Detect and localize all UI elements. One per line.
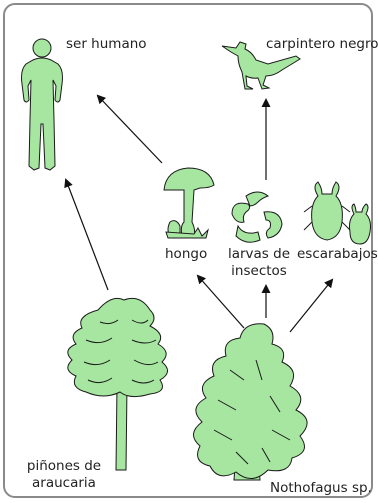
label-human: ser humano — [66, 36, 147, 53]
mushroom-silhouette — [164, 168, 214, 238]
link-araucaria-human — [66, 180, 108, 290]
label-araucaria-line2: araucaria — [24, 475, 104, 492]
label-nothofagus: Nothofagus sp. — [270, 480, 372, 497]
label-larvae-line2: insectos — [226, 263, 292, 280]
link-fungus-human — [98, 96, 162, 163]
beetles-silhouette — [304, 182, 371, 244]
link-nothofagus-beetles — [290, 280, 332, 332]
araucaria-silhouette — [68, 298, 168, 470]
label-woodpecker: carpintero negro — [266, 36, 378, 53]
human-silhouette — [22, 39, 63, 170]
link-nothofagus-fungus — [198, 276, 244, 328]
nothofagus-silhouette — [193, 324, 307, 480]
label-araucaria: piñones de araucaria — [24, 458, 104, 492]
label-larvae: larvas de insectos — [226, 246, 292, 280]
label-larvae-line1: larvas de — [226, 246, 292, 263]
larvae-silhouette — [232, 192, 282, 242]
label-beetles: escarabajos — [297, 246, 378, 263]
label-araucaria-line1: piñones de — [24, 458, 104, 475]
label-fungus: hongo — [165, 246, 207, 263]
